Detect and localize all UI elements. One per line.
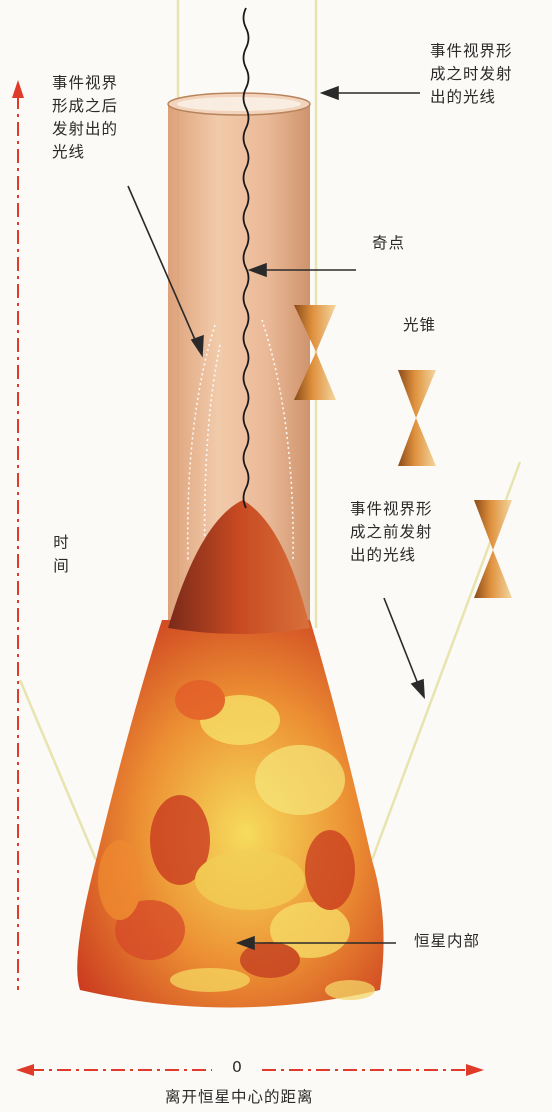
label-light-after-horizon-formation: 事件视界 形成之后 发射出的 光线 (52, 74, 119, 161)
arrow-down-diagonal-icon (127, 185, 204, 358)
label-stellar-interior: 恒星内部 (414, 932, 481, 950)
label-light-at-horizon-formation: 事件视界形 成之时发射 出的光线 (430, 42, 513, 106)
star-body (77, 500, 384, 1008)
arrow-left-icon (235, 935, 396, 951)
label-distance-axis: 离开恒星中心的距离 (165, 1088, 314, 1106)
singularity-worldline (242, 7, 250, 509)
label-light-before-horizon-formation: 事件视界形 成之前发射 出的光线 (350, 500, 433, 564)
arrow-left-icon (247, 262, 356, 278)
arrow-down-diagonal-icon (383, 597, 425, 700)
label-origin: 0 (232, 1058, 243, 1076)
distance-axis-left-arrowhead-icon (16, 1064, 34, 1076)
time-axis-arrowhead-icon (12, 80, 24, 98)
label-singularity: 奇点 (372, 234, 406, 252)
label-time-axis: 时间 (51, 534, 69, 581)
pointer-arrows (127, 85, 425, 951)
time-axis (12, 80, 24, 990)
light-cone-icon (294, 305, 336, 400)
light-cone-icon (474, 500, 512, 598)
distance-axis-right-arrowhead-icon (466, 1064, 484, 1076)
label-light-cone: 光锥 (403, 316, 437, 334)
distance-axis (16, 1064, 484, 1076)
arrow-left-icon (319, 85, 420, 101)
light-cone-icon (398, 370, 436, 466)
